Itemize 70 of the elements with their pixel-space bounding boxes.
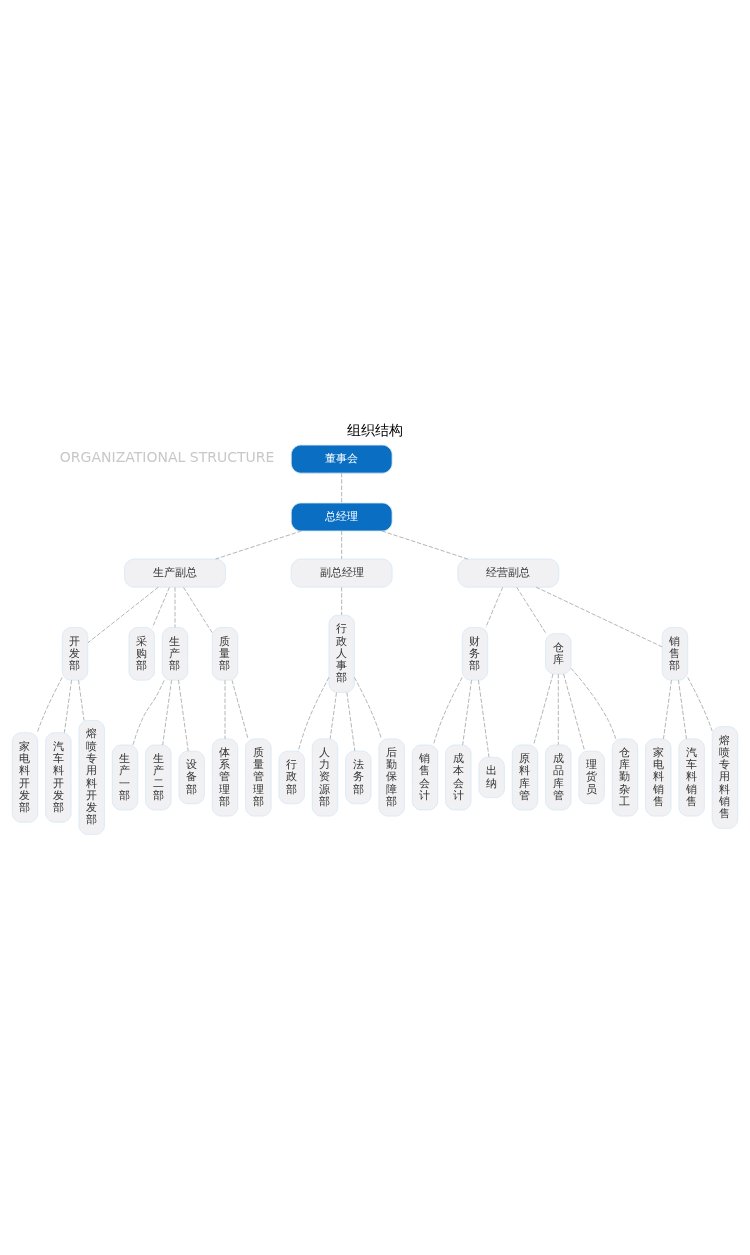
node-box: 体系管理部 bbox=[211, 738, 239, 817]
connector bbox=[87, 586, 159, 644]
connector bbox=[462, 679, 472, 746]
connector bbox=[231, 679, 249, 740]
node-box: 熔喷专用料开发部 bbox=[78, 720, 105, 835]
connector bbox=[663, 679, 672, 740]
connector bbox=[36, 676, 63, 733]
connector bbox=[432, 676, 463, 746]
node-box: 汽车料开发部 bbox=[45, 732, 72, 823]
node-box: 质量部 bbox=[211, 627, 239, 681]
node-box: 仓库 bbox=[545, 633, 572, 675]
node-box: 采购部 bbox=[128, 627, 155, 681]
node-box: 生产一部 bbox=[111, 744, 139, 811]
connector bbox=[678, 679, 687, 740]
node-box: 董事会 bbox=[290, 444, 393, 474]
connector bbox=[381, 530, 469, 560]
connector bbox=[354, 676, 382, 740]
node-box: 出纳 bbox=[478, 756, 505, 799]
node-box: 理货员 bbox=[578, 750, 605, 805]
node-box: 人力资源部 bbox=[311, 738, 339, 817]
connector bbox=[132, 680, 165, 746]
connector bbox=[570, 667, 617, 740]
diagram-title: 组织结构 bbox=[347, 422, 403, 439]
connector bbox=[346, 692, 356, 752]
connector bbox=[485, 586, 504, 628]
connector bbox=[341, 472, 343, 504]
node-box: 成品库管 bbox=[545, 744, 572, 811]
node-box: 销售部 bbox=[661, 627, 689, 681]
connector bbox=[178, 679, 189, 752]
node-box: 后勤保障部 bbox=[378, 738, 405, 817]
node-box: 仓库勤杂工 bbox=[611, 738, 639, 817]
connector bbox=[152, 586, 170, 628]
connector bbox=[215, 530, 302, 560]
connector bbox=[297, 676, 330, 752]
node-box: 生产二部 bbox=[145, 744, 172, 811]
node-box: 经营副总 bbox=[457, 558, 560, 588]
node-box: 熔喷专用料销售 bbox=[711, 726, 739, 829]
connector bbox=[533, 673, 554, 746]
connector bbox=[329, 692, 337, 740]
node-box: 生产副总 bbox=[124, 558, 226, 588]
node-box: 销售会计 bbox=[411, 744, 439, 811]
connector bbox=[183, 586, 213, 634]
node-box: 质量管理部 bbox=[245, 738, 272, 817]
node-box: 设备部 bbox=[178, 750, 205, 805]
connector bbox=[563, 673, 586, 752]
connector bbox=[174, 586, 176, 628]
node-box: 开发部 bbox=[61, 627, 89, 681]
node-box: 副总经理 bbox=[290, 558, 393, 588]
connector bbox=[557, 673, 559, 746]
node-box: 生产部 bbox=[161, 627, 189, 681]
node-box: 行政人事部 bbox=[328, 614, 355, 693]
node-box: 总经理 bbox=[290, 502, 393, 532]
node-box: 行政部 bbox=[278, 750, 305, 805]
connector bbox=[78, 679, 85, 721]
node-box: 汽车料销售 bbox=[678, 738, 705, 817]
connector bbox=[341, 530, 343, 560]
node-box: 原料库管 bbox=[511, 744, 539, 811]
node-box: 财务部 bbox=[461, 627, 489, 681]
connector bbox=[341, 586, 343, 616]
node-box: 法务部 bbox=[345, 750, 372, 805]
connector bbox=[162, 679, 172, 746]
connector bbox=[478, 679, 490, 758]
connector bbox=[535, 586, 663, 648]
node-box: 家电料开发部 bbox=[11, 732, 39, 823]
node-box: 成本会计 bbox=[445, 744, 472, 811]
connector bbox=[687, 676, 713, 732]
node-box: 家电料销售 bbox=[645, 738, 672, 817]
connector bbox=[224, 679, 226, 740]
connector bbox=[516, 586, 547, 634]
connector bbox=[63, 679, 72, 734]
